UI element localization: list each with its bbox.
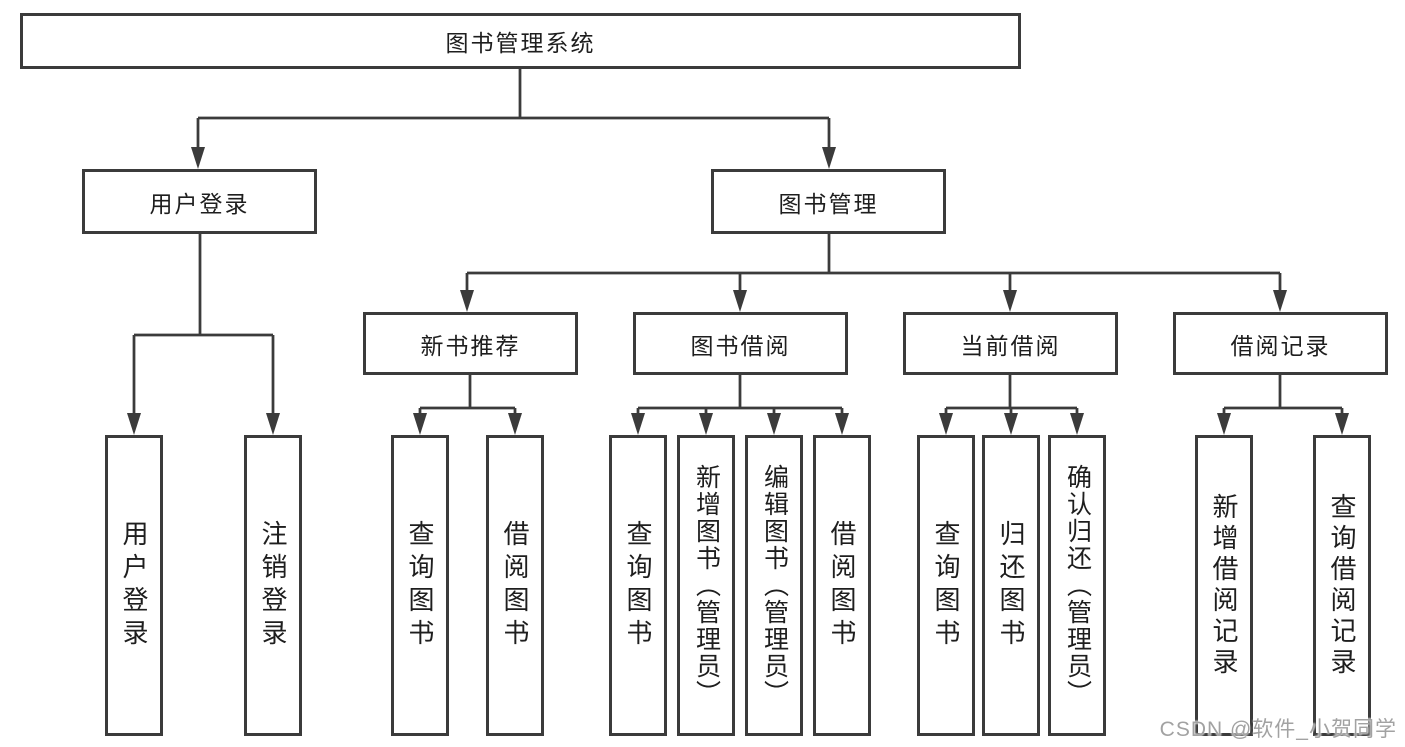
- leaf-user-login: 用户登录: [105, 435, 163, 736]
- connector-root-to-branches: [191, 68, 836, 169]
- node-user-login: 用户登录: [82, 169, 317, 234]
- leaf-records-query-record: 查询借阅记录: [1313, 435, 1371, 736]
- node-borrow-records: 借阅记录: [1173, 312, 1388, 375]
- leaf-current-query-books: 查询图书: [917, 435, 975, 736]
- connector-new-book-children: [413, 374, 522, 435]
- leaf-newrec-query-books: 查询图书: [391, 435, 449, 736]
- connector-current-borrow-children: [939, 374, 1084, 435]
- leaf-records-add-record: 新增借阅记录: [1195, 435, 1253, 736]
- leaf-borrow-edit-books-admin: 编辑图书（管理员）: [745, 435, 803, 736]
- node-root: 图书管理系统: [20, 13, 1021, 69]
- leaf-newrec-borrow-books: 借阅图书: [486, 435, 544, 736]
- leaf-current-return-books: 归还图书: [982, 435, 1040, 736]
- connector-user-login-children: [127, 233, 280, 435]
- leaf-logout: 注销登录: [244, 435, 302, 736]
- node-current-borrow: 当前借阅: [903, 312, 1118, 375]
- leaf-borrow-add-books-admin: 新增图书（管理员）: [677, 435, 735, 736]
- leaf-current-confirm-return-admin: 确认归还（管理员）: [1048, 435, 1106, 736]
- connector-book-borrow-children: [631, 374, 849, 435]
- leaf-borrow-borrow-books: 借阅图书: [813, 435, 871, 736]
- node-book-management: 图书管理: [711, 169, 946, 234]
- node-new-book-recommend: 新书推荐: [363, 312, 578, 375]
- watermark: CSDN @软件_小贺同学: [1159, 718, 1397, 741]
- connector-book-mgmt-sections: [460, 233, 1287, 312]
- leaf-borrow-query-books: 查询图书: [609, 435, 667, 736]
- node-book-borrow: 图书借阅: [633, 312, 848, 375]
- connector-records-children: [1217, 374, 1349, 435]
